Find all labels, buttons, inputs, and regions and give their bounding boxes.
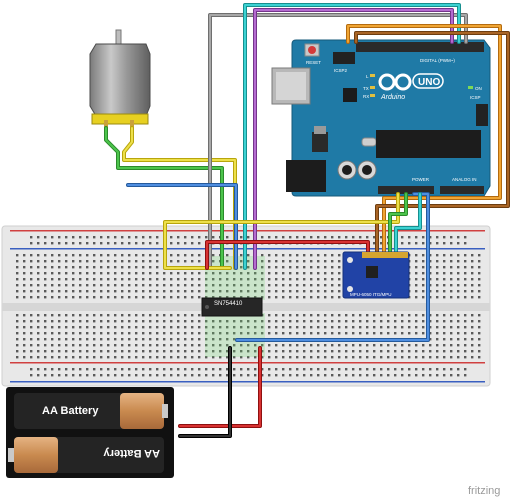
usb-chip — [343, 88, 357, 102]
analog-header — [440, 186, 484, 194]
rx-led-label: RX — [363, 94, 369, 99]
wire-red-battery — [179, 347, 261, 427]
power-rail-top-blue-line — [10, 248, 485, 250]
connected-column-highlight — [205, 313, 265, 357]
uno-label: UNO — [418, 77, 440, 88]
digital-label: DIGITAL (PWM~) — [420, 58, 455, 63]
icsp2-label: ICSP2 — [334, 68, 348, 73]
arduino-logo-right — [394, 73, 412, 91]
l-led — [370, 74, 375, 77]
wire-teal-sensor — [395, 193, 421, 263]
fritzing-watermark: fritzing — [468, 485, 500, 497]
sensor-label: MPU-6050 ITG/MPU — [350, 292, 392, 297]
power-rail-top-red-line — [10, 230, 485, 232]
wire-black-battery — [179, 347, 231, 437]
wire-cyan — [244, 4, 460, 269]
uno-badge — [412, 73, 444, 89]
wire-green-sensor — [389, 193, 407, 263]
chip-label: SN754410 — [214, 301, 243, 307]
arduino-brand: Arduino — [380, 94, 405, 101]
wire-gray — [209, 14, 467, 269]
wire-yellow-motor — [123, 127, 236, 269]
power-jack — [286, 160, 326, 192]
power-header — [378, 186, 434, 194]
tx-led — [370, 86, 375, 89]
battery-label-top: AA Battery — [42, 405, 99, 417]
icsp2-header — [333, 52, 355, 64]
motor-driver-chip: SN754410 — [201, 297, 263, 317]
reset-label: RESET — [306, 60, 321, 65]
icsp-label: ICSP — [470, 95, 481, 100]
motor-shaft — [115, 29, 122, 45]
digital-header — [356, 42, 484, 52]
terminal-strip-lower — [12, 312, 482, 360]
wire-brown — [355, 32, 509, 263]
atmega-chip — [376, 130, 481, 158]
motor-body — [89, 43, 151, 117]
mounting-hole — [347, 286, 353, 292]
dc-motor — [89, 29, 151, 128]
arduino-logo-left — [378, 73, 396, 91]
on-led-label: ON — [475, 86, 482, 91]
power-rail-bottom-holes — [30, 366, 470, 378]
l-led-label: L — [366, 74, 369, 79]
mounting-hole — [347, 257, 353, 263]
battery-pack: AA Battery AA Battery — [6, 387, 174, 478]
mpu-sensor-module: MPU-6050 ITG/MPU — [342, 251, 410, 299]
voltage-regulator — [312, 132, 328, 152]
wires — [104, 3, 510, 438]
on-led — [468, 86, 473, 89]
motor-end-cap — [91, 113, 149, 125]
power-rail-bottom-blue-line — [10, 381, 485, 383]
icsp-header — [476, 104, 488, 126]
tx-led-label: TX — [363, 86, 369, 91]
mpu-chip — [366, 266, 378, 278]
rx-led — [370, 94, 375, 97]
sensor-header-pins — [362, 252, 408, 258]
power-rail-bottom-red-line — [10, 362, 485, 364]
analog-label: ANALOG IN — [452, 177, 477, 182]
crystal-oscillator — [361, 137, 377, 147]
arduino-uno-board: RESET ICSP2 DIGITAL (PWM~) Arduino UNO L… — [271, 39, 491, 197]
power-label: POWER — [412, 177, 430, 182]
wire-orange — [347, 25, 501, 263]
battery-label-bottom: AA Battery — [103, 447, 160, 459]
